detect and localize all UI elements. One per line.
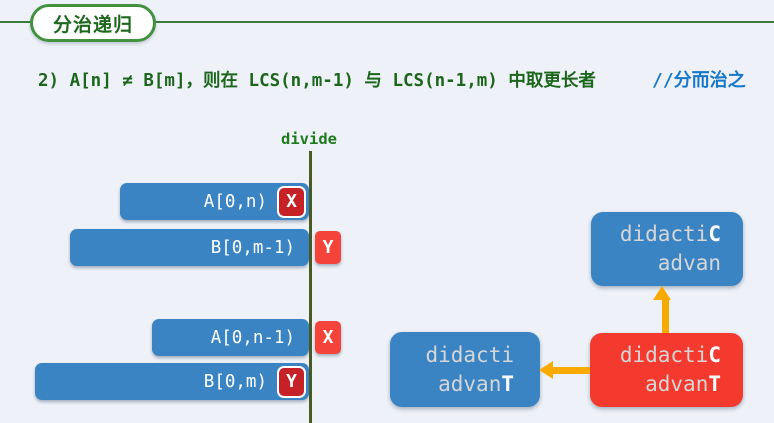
problem-box-red: didactiC advanT [590, 333, 743, 407]
left-line2-highlight: T [501, 371, 514, 396]
bar-b0m-label: B[0,m) [203, 371, 267, 392]
badge-y-included: Y [277, 365, 306, 398]
left-line1-dim: didacti [425, 342, 514, 367]
section-title-badge: 分治递归 [30, 4, 157, 42]
case-statement: 2) A[n] ≠ B[m]，则在 LCS(n,m-1) 与 LCS(n-1,m… [38, 71, 596, 91]
arrow-up-icon [662, 299, 669, 333]
subproblem-box-left: didacti advanT [390, 332, 540, 407]
bar-b0m: B[0,m) Y [35, 363, 309, 400]
red-line1-dim: didacti [619, 343, 709, 367]
subproblem-box-left-line1: didacti [425, 341, 514, 370]
divide-line [309, 151, 312, 423]
red-line1-highlight: C [708, 343, 721, 367]
subproblem-box-top-line2: advan [658, 249, 721, 278]
badge-y-excluded: Y [315, 231, 341, 264]
left-line2-dim: advan [438, 371, 502, 396]
section-title-label: 分治递归 [53, 14, 134, 36]
bar-a0n: A[0,n) X [120, 183, 309, 220]
subproblem-box-top: didactiC advan [591, 212, 743, 286]
bar-b0m1: B[0,m-1) [70, 229, 309, 266]
divide-comment: //分而治之 [652, 70, 746, 91]
top-line1-highlight: C [708, 222, 721, 246]
subproblem-box-left-line2: advanT [438, 370, 514, 399]
red-line2-highlight: T [708, 372, 721, 396]
arrow-left-head-icon [539, 361, 553, 379]
red-line2-dim: advan [645, 372, 709, 396]
top-line2-dim: advan [657, 251, 721, 275]
badge-x-included: X [277, 185, 306, 218]
bar-a0n-label: A[0,n) [203, 191, 267, 212]
divide-label: divide [281, 130, 337, 148]
header-rule [0, 21, 774, 23]
bar-a0n1-label: A[0,n-1) [210, 327, 295, 348]
arrow-up-head-icon [653, 286, 671, 300]
problem-box-red-line2: advanT [645, 370, 721, 399]
bar-a0n1: A[0,n-1) [152, 319, 309, 356]
bar-b0m1-label: B[0,m-1) [210, 237, 295, 258]
badge-x-excluded: X [315, 321, 341, 354]
top-line1-dim: didacti [619, 222, 709, 246]
arrow-left-icon [552, 367, 590, 374]
subproblem-box-top-line1: didactiC [620, 220, 721, 249]
problem-box-red-line1: didactiC [620, 341, 721, 370]
